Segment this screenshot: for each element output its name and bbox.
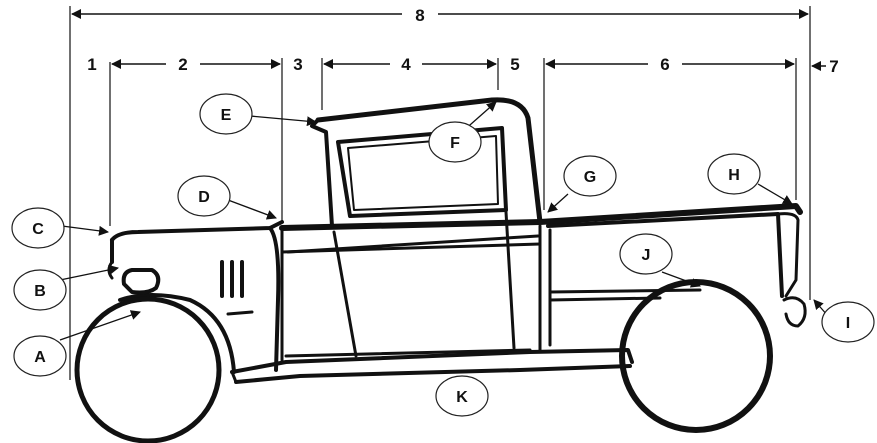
dim-label-8: 8 [415,6,424,25]
dim-label-5: 5 [510,55,519,74]
callout-F: F [428,121,482,163]
callout-label-c: C [32,221,44,238]
callout-H: H [707,153,761,195]
callout-label-d: D [198,189,210,206]
callout-leaders [59,101,829,341]
callout-label-e: E [221,107,232,124]
rear-wheel [619,279,773,433]
dim-label-3: 3 [293,55,302,74]
front-wheel [74,296,222,443]
callout-label-h: H [728,167,740,184]
callout-label-a: A [34,349,46,366]
dim-label-1: 1 [87,55,96,74]
callout-J: J [619,233,673,275]
callout-E: E [199,93,253,135]
callout-D: D [177,175,231,217]
dim-label-2: 2 [178,55,187,74]
callout-label-f: F [450,135,460,152]
dim-label-4: 4 [401,55,411,74]
callout-I: I [821,301,875,343]
callout-label-g: G [584,169,596,186]
callout-label-k: K [456,389,468,406]
callout-A: A [13,335,67,377]
dim-label-7: 7 [829,57,838,76]
callout-K: K [435,375,489,417]
callout-C: C [11,207,65,249]
callout-label-b: B [34,283,46,300]
dimension-labels: 8 1 2 3 4 5 6 7 [87,6,838,76]
dim-label-6: 6 [660,55,669,74]
callout-label-j: J [642,247,651,264]
callout-label-i: I [846,315,850,332]
callout-B: B [13,269,67,311]
dimension-lines [69,6,826,380]
callout-G: G [563,155,617,197]
truck-outline [74,97,807,443]
